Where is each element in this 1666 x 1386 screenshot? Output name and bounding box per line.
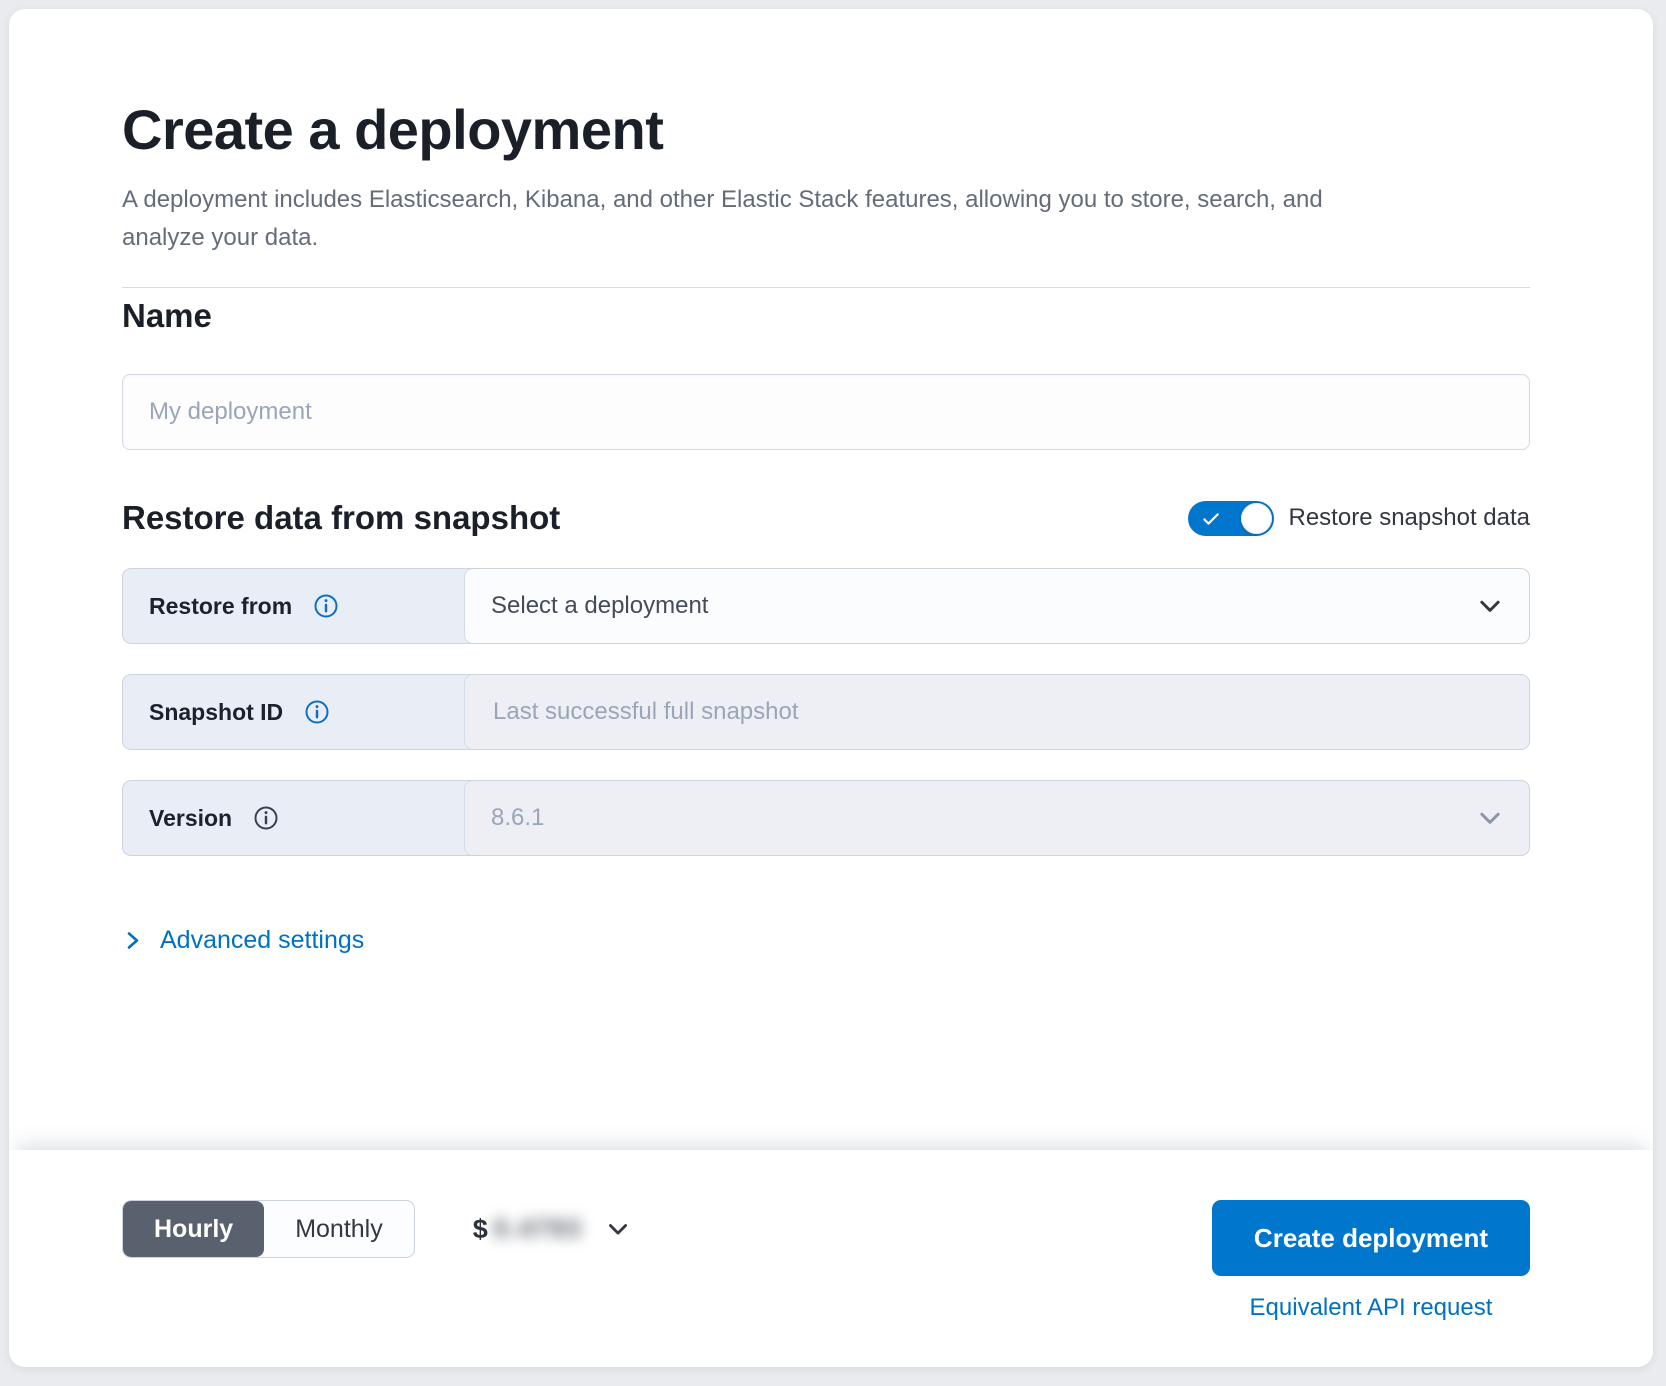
snapshot-id-label-cell: Snapshot ID — [123, 675, 465, 749]
section-divider — [122, 287, 1530, 288]
billing-interval-toggle: Hourly Monthly — [122, 1200, 415, 1258]
main-content: Create a deployment A deployment include… — [9, 97, 1653, 956]
version-select-value: 8.6.1 — [491, 804, 545, 831]
advanced-settings-link[interactable]: Advanced settings — [122, 926, 364, 955]
billing-option-monthly[interactable]: Monthly — [295, 1214, 383, 1243]
restore-from-row: Restore from Select a deployment — [122, 568, 1530, 644]
restore-snapshot-heading: Restore data from snapshot — [122, 499, 561, 536]
page-subtitle: A deployment includes Elasticsearch, Kib… — [122, 186, 1323, 251]
check-icon — [1202, 512, 1219, 525]
version-label-cell: Version — [123, 781, 465, 855]
deployment-name-input[interactable] — [122, 374, 1530, 450]
chevron-down-icon — [1480, 600, 1500, 612]
create-deployment-card: Create a deployment A deployment include… — [9, 9, 1653, 1367]
snapshot-id-input — [491, 697, 1505, 727]
restore-from-select-value: Select a deployment — [491, 592, 709, 619]
page-title: Create a deployment — [122, 98, 664, 161]
snapshot-id-field — [465, 675, 1529, 749]
billing-option-hourly[interactable]: Hourly — [123, 1201, 265, 1257]
price-currency: $ — [472, 1213, 488, 1244]
bottom-bar: Hourly Monthly $ 0.4793 Create deploymen… — [9, 1150, 1653, 1367]
info-icon[interactable] — [303, 698, 331, 726]
snapshot-id-row: Snapshot ID — [122, 674, 1530, 750]
restore-from-select[interactable]: Select a deployment — [465, 569, 1529, 643]
create-deployment-button[interactable]: Create deployment — [1211, 1200, 1530, 1276]
name-heading: Name — [122, 297, 212, 334]
advanced-settings-label: Advanced settings — [160, 926, 365, 954]
info-icon[interactable] — [252, 804, 280, 832]
chevron-down-icon — [1480, 812, 1500, 824]
version-select: 8.6.1 — [465, 781, 1529, 855]
chevron-right-icon — [127, 932, 139, 949]
snapshot-id-label: Snapshot ID — [149, 698, 284, 725]
restore-snapshot-toggle[interactable] — [1187, 500, 1274, 536]
info-icon[interactable] — [312, 592, 340, 620]
restore-from-label-cell: Restore from — [123, 569, 465, 643]
price-breakdown-chevron-icon[interactable] — [604, 1215, 632, 1243]
price-display: $ 0.4793 — [473, 1214, 633, 1245]
price-amount: 0.4793 — [493, 1214, 583, 1243]
version-row: Version 8.6.1 — [122, 780, 1530, 856]
toggle-label: Restore snapshot data — [1288, 504, 1531, 531]
restore-from-label: Restore from — [149, 592, 293, 619]
equivalent-api-request-link[interactable]: Equivalent API request — [1249, 1294, 1493, 1321]
toggle-knob — [1240, 502, 1272, 534]
version-label: Version — [149, 804, 233, 831]
